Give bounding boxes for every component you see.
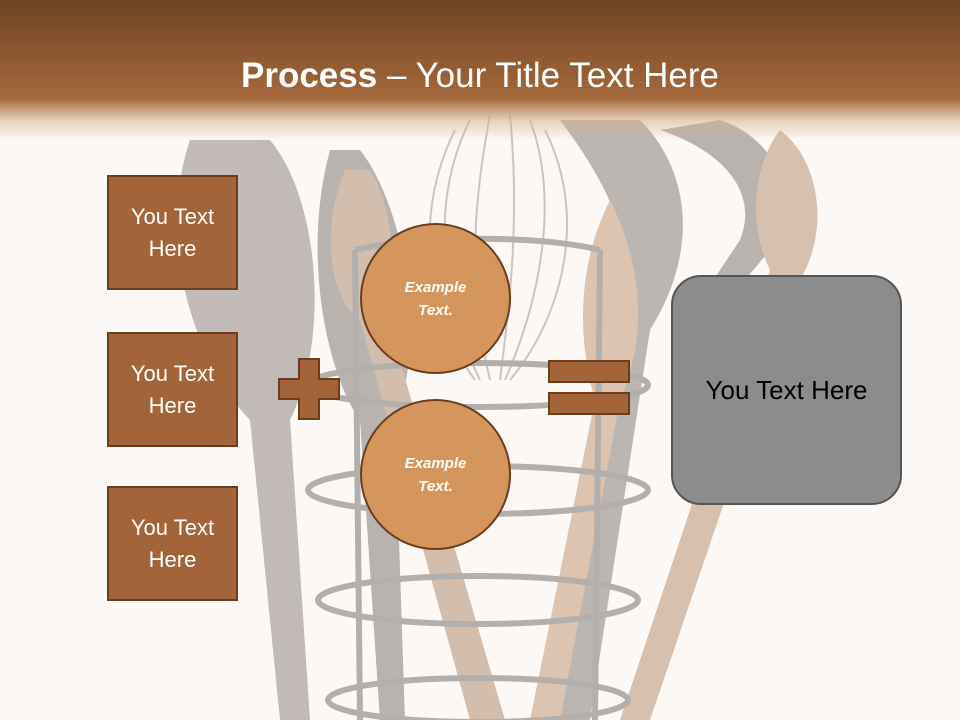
example-circle-1[interactable]: Example Text. [360,223,511,374]
result-text-box[interactable]: You Text Here [671,275,902,505]
left-text-box-2-label: You Text Here [130,360,215,418]
slide-title-bold: Process [241,56,378,95]
plus-icon [278,358,340,420]
left-text-box-1[interactable]: You Text Here [107,175,238,290]
result-text-box-label: You Text Here [705,375,868,405]
slide-title-rest: – Your Title Text Here [377,56,719,95]
example-circle-1-label: Example Text. [404,278,467,319]
title-header-band [0,0,960,140]
example-circle-2[interactable]: Example Text. [360,399,511,550]
left-text-box-3[interactable]: You Text Here [107,486,238,601]
left-text-box-3-label: You Text Here [130,514,215,572]
left-text-box-2[interactable]: You Text Here [107,332,238,447]
example-circle-2-label: Example Text. [404,454,467,495]
left-text-box-1-label: You Text Here [130,203,215,261]
slide-title[interactable]: Process – Your Title Text Here [0,54,960,98]
equals-icon [548,360,630,415]
